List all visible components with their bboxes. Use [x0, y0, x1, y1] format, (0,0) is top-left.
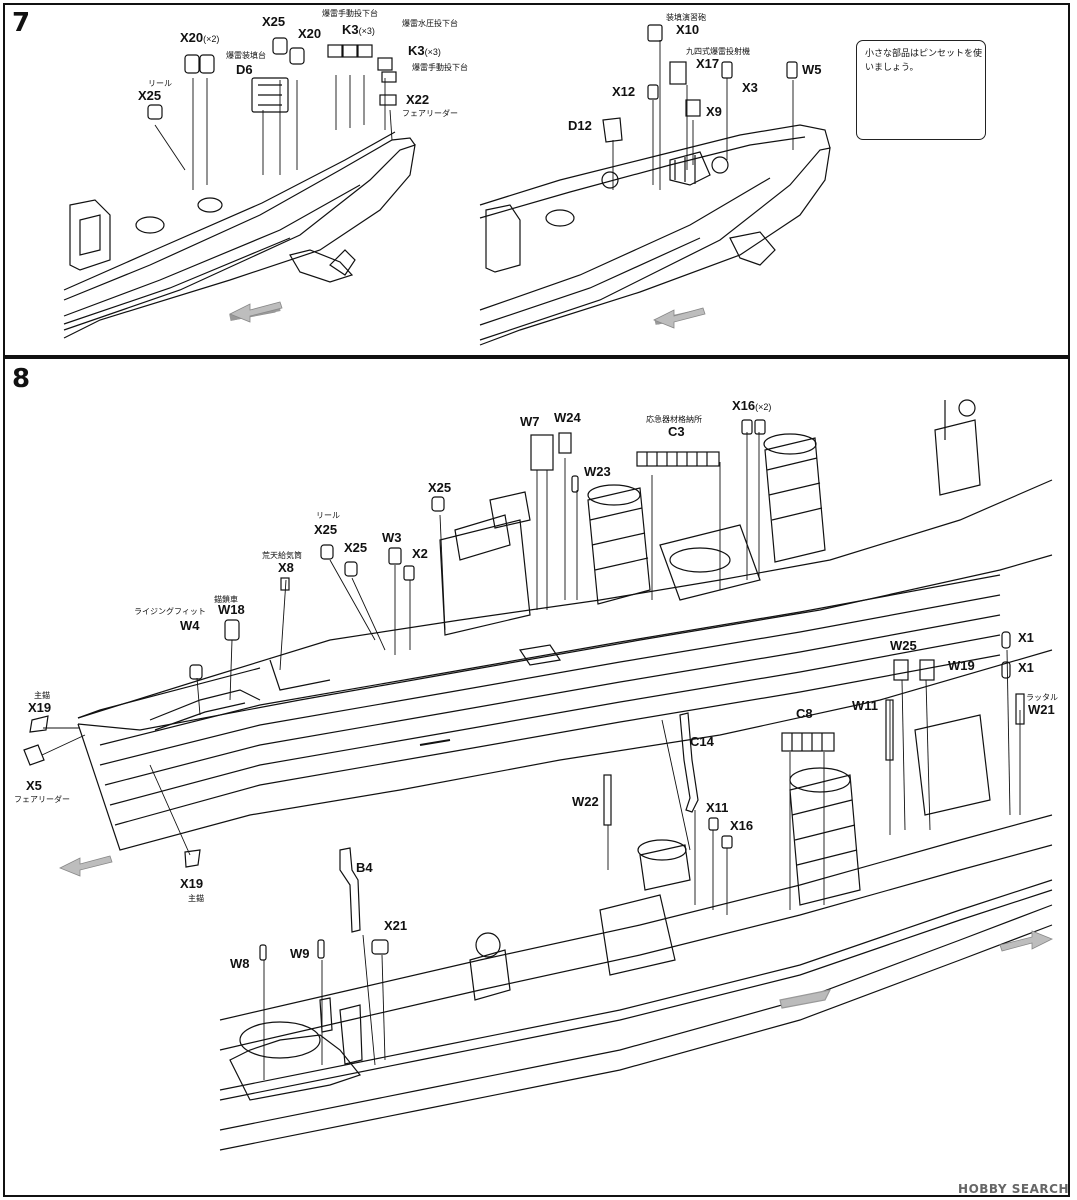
part-label-b4: B4	[356, 860, 373, 875]
step8-stern-hull	[219, 714, 1053, 1151]
jp-damage-locker: 応急器材格納所	[646, 415, 702, 424]
jp-manual-rack-2: 爆雷手動投下台	[412, 63, 468, 72]
step-8-number: 8	[12, 364, 31, 394]
part-label-x9: X9	[706, 104, 722, 119]
part-label-d6: D6	[236, 62, 253, 77]
step8-frame	[3, 357, 1070, 1197]
part-label-x21: X21	[384, 918, 408, 933]
part-label-x25-c: X25	[344, 540, 368, 555]
part-label-x12: X12	[612, 84, 636, 99]
jp-main-anchor: 主錨	[34, 691, 50, 700]
part-label-w4: W4	[180, 618, 200, 633]
jp-manual-rack: 爆雷手動投下台	[322, 9, 378, 18]
part-label-w21: W21	[1028, 702, 1055, 717]
step-7-number: 7	[12, 8, 31, 38]
part-label-x22: X22	[406, 92, 430, 107]
step7-right-hull	[479, 124, 831, 346]
part-label-x17: X17	[696, 56, 720, 71]
part-label-x25: X25	[262, 14, 286, 29]
part-label-w19: W19	[948, 658, 975, 673]
part-label-k3-b: K3(×3)	[408, 43, 441, 58]
part-label-w3: W3	[382, 530, 402, 545]
jp-loading-rack: 爆雷装填台	[226, 51, 266, 60]
jp-fairlead-8: フェアリーダー	[14, 795, 70, 804]
part-label-d12: D12	[568, 118, 592, 133]
part-label-w23: W23	[584, 464, 611, 479]
part-label-c14: C14	[690, 734, 714, 749]
part-label-k3-a: K3(×3)	[342, 22, 375, 37]
part-label-w22: W22	[572, 794, 599, 809]
part-label-x19-b: X19	[180, 876, 204, 891]
jp-main-anchor-2: 主錨	[188, 894, 204, 903]
step7-left-hull	[63, 131, 416, 339]
part-label-x3: X3	[742, 80, 758, 95]
part-label-x19-a: X19	[28, 700, 52, 715]
jp-type94: 九四式爆雷投射機	[686, 47, 750, 56]
tip-box: 小さな部品はピンセットを使いましょう。	[856, 40, 986, 140]
part-label-x20-b: X20	[298, 26, 322, 41]
jp-fairlead: フェアリーダー	[402, 109, 458, 118]
part-label-x20: X20(×2)	[180, 30, 220, 45]
jp-hydraulic-rack: 爆雷水圧投下台	[402, 19, 458, 28]
step8-bow-hull	[77, 399, 1053, 851]
part-label-w8: W8	[230, 956, 250, 971]
jp-practice-gun: 装填演習砲	[666, 13, 706, 22]
part-label-w11: W11	[852, 698, 879, 713]
jp-storm-vent: 荒天給気筒	[262, 551, 302, 560]
part-label-x5: X5	[26, 778, 42, 793]
jp-capstan: 錨鎖車	[214, 595, 238, 604]
part-label-w25: W25	[890, 638, 917, 653]
part-label-x25-reel: X25	[138, 88, 162, 103]
jp-reel-8: リール	[316, 511, 340, 520]
part-label-w5: W5	[802, 62, 822, 77]
part-label-c3: C3	[668, 424, 685, 439]
part-label-x16-2: X16(×2)	[732, 398, 772, 413]
step7-frame	[3, 3, 1070, 357]
part-label-w9: W9	[290, 946, 310, 961]
tip-text: 小さな部品はピンセットを使いましょう。	[865, 49, 983, 73]
watermark: HOBBY SEARCH	[958, 1182, 1069, 1196]
jp-rising-fit: ライジングフィット	[134, 607, 206, 616]
part-label-w18: W18	[218, 602, 245, 617]
part-label-w24: W24	[554, 410, 581, 425]
part-label-w7: W7	[520, 414, 540, 429]
part-label-c8: C8	[796, 706, 813, 721]
jp-ladder: ラッタル	[1026, 693, 1058, 702]
part-label-x10: X10	[676, 22, 700, 37]
jp-reel: リール	[148, 79, 172, 88]
direction-arrows	[59, 301, 1053, 952]
part-label-x1-a: X1	[1018, 630, 1034, 645]
part-label-x2: X2	[412, 546, 428, 561]
part-label-x25-a: X25	[428, 480, 452, 495]
step7-parts	[147, 37, 397, 120]
part-label-x8: X8	[278, 560, 294, 575]
part-label-x11: X11	[706, 800, 729, 815]
part-label-x16: X16	[730, 818, 754, 833]
part-label-x25-b: X25	[314, 522, 338, 537]
part-label-x1-b: X1	[1018, 660, 1034, 675]
